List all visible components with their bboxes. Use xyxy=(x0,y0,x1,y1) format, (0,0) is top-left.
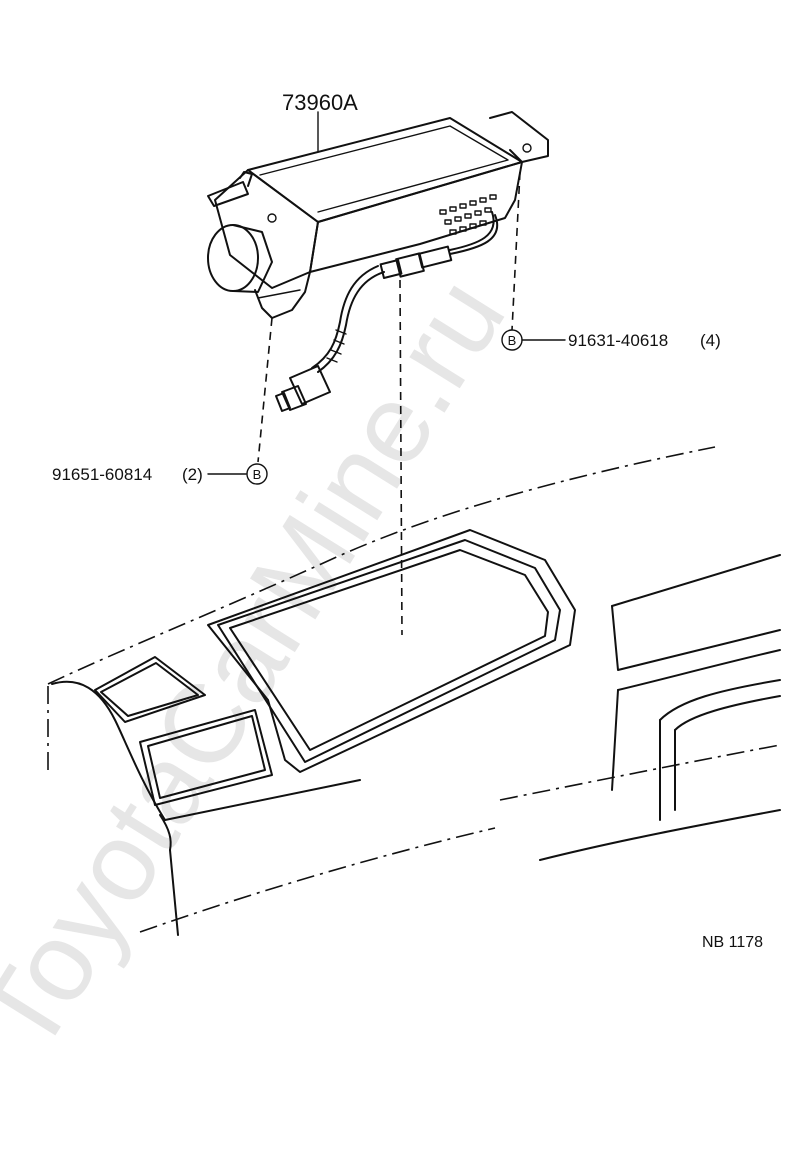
drawing-code: NB 1178 xyxy=(702,934,763,951)
dashboard-drawing xyxy=(47,446,781,936)
label-bolt-left-part: 91651-60814 xyxy=(52,465,152,484)
install-line-left xyxy=(257,317,273,463)
watermark-text: ToyotaCarMine.ru xyxy=(0,257,529,1073)
bolt-ref-left: 91651-60814 (2) B xyxy=(52,463,268,485)
label-bolt-right-part: 91631-40618 xyxy=(568,331,668,350)
ref-letter-left: B xyxy=(253,467,262,482)
ref-circle-left xyxy=(246,463,268,485)
ref-letter-right: B xyxy=(508,333,517,348)
label-main-unit: 73960A xyxy=(282,90,358,115)
install-line-center xyxy=(399,279,403,636)
label-bolt-right-qty: (4) xyxy=(700,331,721,350)
bolt-ref-right: B 91631-40618 (4) xyxy=(501,329,721,351)
label-bolt-left-qty: (2) xyxy=(182,465,203,484)
install-line-right xyxy=(511,171,521,331)
main-unit-drawing xyxy=(207,111,549,412)
